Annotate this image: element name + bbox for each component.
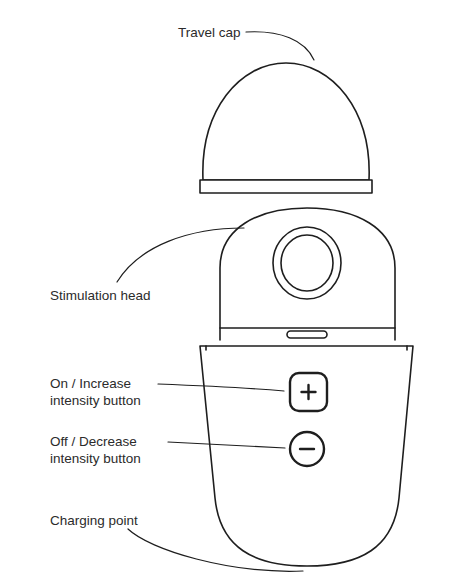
- leader-line: [246, 32, 314, 60]
- head-slot: [287, 331, 327, 338]
- stimulation-head: [220, 208, 395, 340]
- minus-symbol: [300, 448, 314, 450]
- part-label: Travel cap: [178, 24, 241, 41]
- device-body: [200, 346, 413, 566]
- plus-symbol: [302, 385, 316, 399]
- part-label: Charging point: [50, 512, 138, 529]
- leader-line: [168, 442, 285, 448]
- stimulation-pad: [273, 227, 341, 299]
- part-label: Stimulation head: [50, 287, 151, 304]
- body-edge: [206, 346, 407, 350]
- leader-line: [117, 228, 244, 282]
- leader-line: [128, 529, 303, 571]
- head-band: [220, 327, 395, 329]
- part-label: Off / Decrease intensity button: [50, 433, 166, 467]
- travel-cap: [203, 63, 369, 180]
- stimulation-pad-inner: [281, 235, 333, 291]
- decrease-button: [290, 432, 324, 466]
- cap-rim: [200, 180, 372, 193]
- part-label: On / Increase intensity button: [50, 375, 162, 409]
- increase-button: [290, 373, 327, 411]
- leader-line: [158, 384, 284, 391]
